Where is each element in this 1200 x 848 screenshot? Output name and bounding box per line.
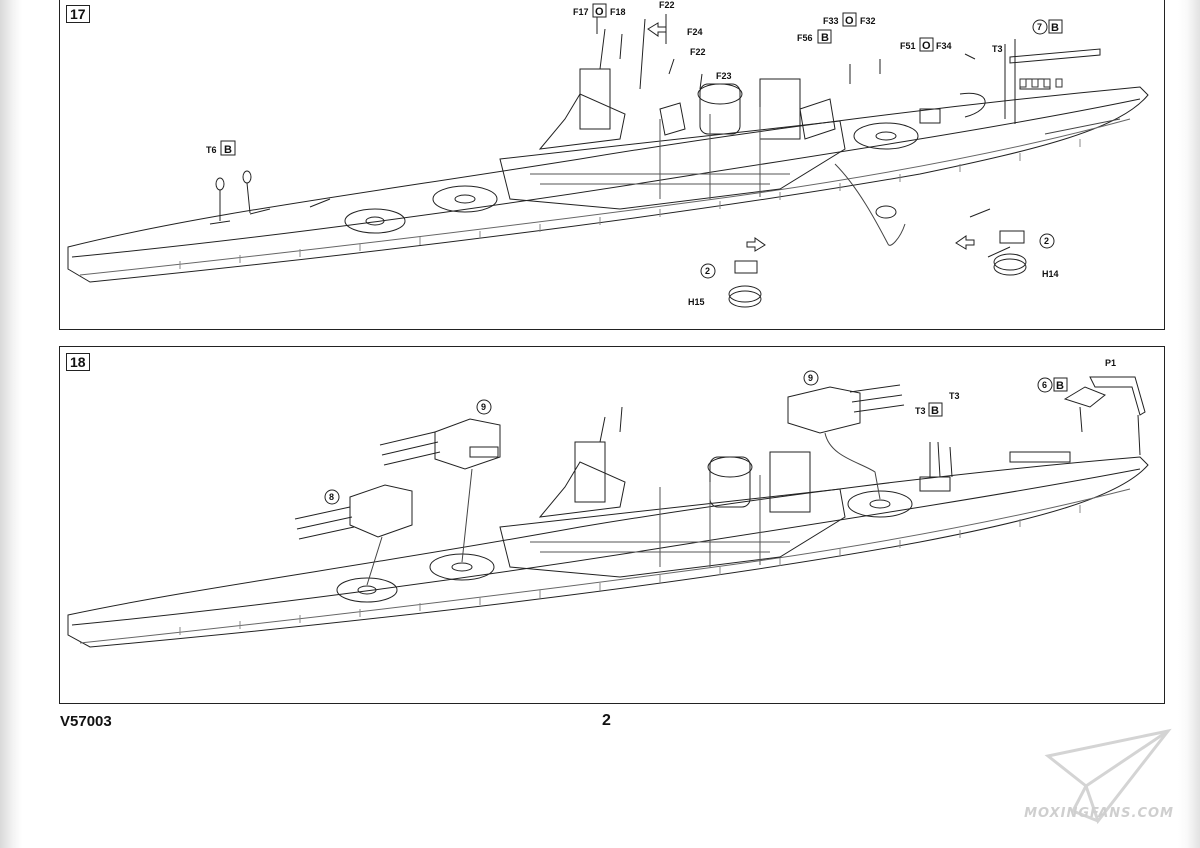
turret-9-forward bbox=[379, 418, 501, 470]
callout-f33: F33 bbox=[823, 16, 839, 26]
substep-2: 2 bbox=[1044, 236, 1049, 246]
callout-t3: T3 bbox=[992, 44, 1003, 54]
step-18-panel: 18 bbox=[59, 346, 1165, 704]
sprue-b: B bbox=[1051, 22, 1059, 34]
callout-t6: T6 bbox=[206, 145, 217, 155]
arrow-icon bbox=[746, 237, 766, 252]
sprue-o: O bbox=[595, 6, 604, 18]
arrow-icon bbox=[647, 22, 667, 37]
step-17-diagram: F17 O F18 F22 F24 F22 F23 F56 B F33 O F3… bbox=[67, 0, 1149, 308]
callout-f22: F22 bbox=[659, 0, 675, 10]
turret-9-aft bbox=[787, 384, 905, 434]
substep-8: 8 bbox=[329, 492, 334, 502]
callout-f34: F34 bbox=[936, 41, 952, 51]
substep-7: 7 bbox=[1037, 22, 1042, 32]
aircraft bbox=[1063, 386, 1106, 433]
part-h15 bbox=[728, 290, 762, 308]
arrow-icon bbox=[955, 235, 975, 250]
barbette-3 bbox=[847, 490, 913, 518]
scan-edge-right bbox=[1178, 0, 1200, 848]
barbette-1 bbox=[336, 577, 398, 603]
sprue-b: B bbox=[1056, 380, 1064, 392]
callout-f17: F17 bbox=[573, 7, 589, 17]
part-h14 bbox=[993, 258, 1027, 276]
callout-f23: F23 bbox=[716, 71, 732, 81]
callout-t3: T3 bbox=[915, 406, 926, 416]
callout-p1: P1 bbox=[1105, 358, 1116, 368]
callout-f32: F32 bbox=[860, 16, 876, 26]
callout-f22: F22 bbox=[690, 47, 706, 57]
watermark-text: MOXINGFANS.COM bbox=[1024, 806, 1174, 821]
callout-f51: F51 bbox=[900, 41, 916, 51]
barbette-2 bbox=[432, 185, 498, 213]
superstructure bbox=[499, 488, 846, 578]
substep-9: 9 bbox=[481, 402, 486, 412]
page-number: 2 bbox=[602, 712, 611, 729]
barbette-1 bbox=[344, 208, 406, 234]
battleship-hull bbox=[67, 456, 1149, 648]
sprue-b: B bbox=[224, 144, 232, 156]
sprue-b: B bbox=[931, 405, 939, 417]
step-18-diagram: 9 9 8 T3 B T3 6 B P1 bbox=[67, 358, 1149, 648]
substep-9: 9 bbox=[808, 373, 813, 383]
sprue-o: O bbox=[922, 40, 931, 52]
barbette-2 bbox=[429, 553, 495, 581]
callout-t3: T3 bbox=[949, 391, 960, 401]
callout-f24: F24 bbox=[687, 27, 703, 37]
product-code: V57003 bbox=[60, 713, 112, 730]
scan-edge-left bbox=[0, 0, 22, 848]
barbette-3 bbox=[853, 122, 919, 150]
callout-h15: H15 bbox=[688, 297, 705, 307]
callout-h14: H14 bbox=[1042, 269, 1059, 279]
crane-p1 bbox=[1089, 376, 1146, 416]
callout-f18: F18 bbox=[610, 7, 626, 17]
callout-f56: F56 bbox=[797, 33, 813, 43]
catapult-part bbox=[1009, 48, 1101, 64]
battleship-hull bbox=[67, 86, 1149, 283]
superstructure bbox=[499, 120, 846, 210]
substep-6: 6 bbox=[1042, 380, 1047, 390]
step-number: 17 bbox=[66, 5, 90, 23]
paper-plane-icon bbox=[1044, 728, 1172, 825]
turret-8 bbox=[294, 484, 413, 540]
step-17-panel: 17 bbox=[59, 0, 1165, 330]
substep-2: 2 bbox=[705, 266, 710, 276]
step-number: 18 bbox=[66, 353, 90, 371]
sprue-b: B bbox=[821, 32, 829, 44]
sprue-o: O bbox=[845, 15, 854, 27]
